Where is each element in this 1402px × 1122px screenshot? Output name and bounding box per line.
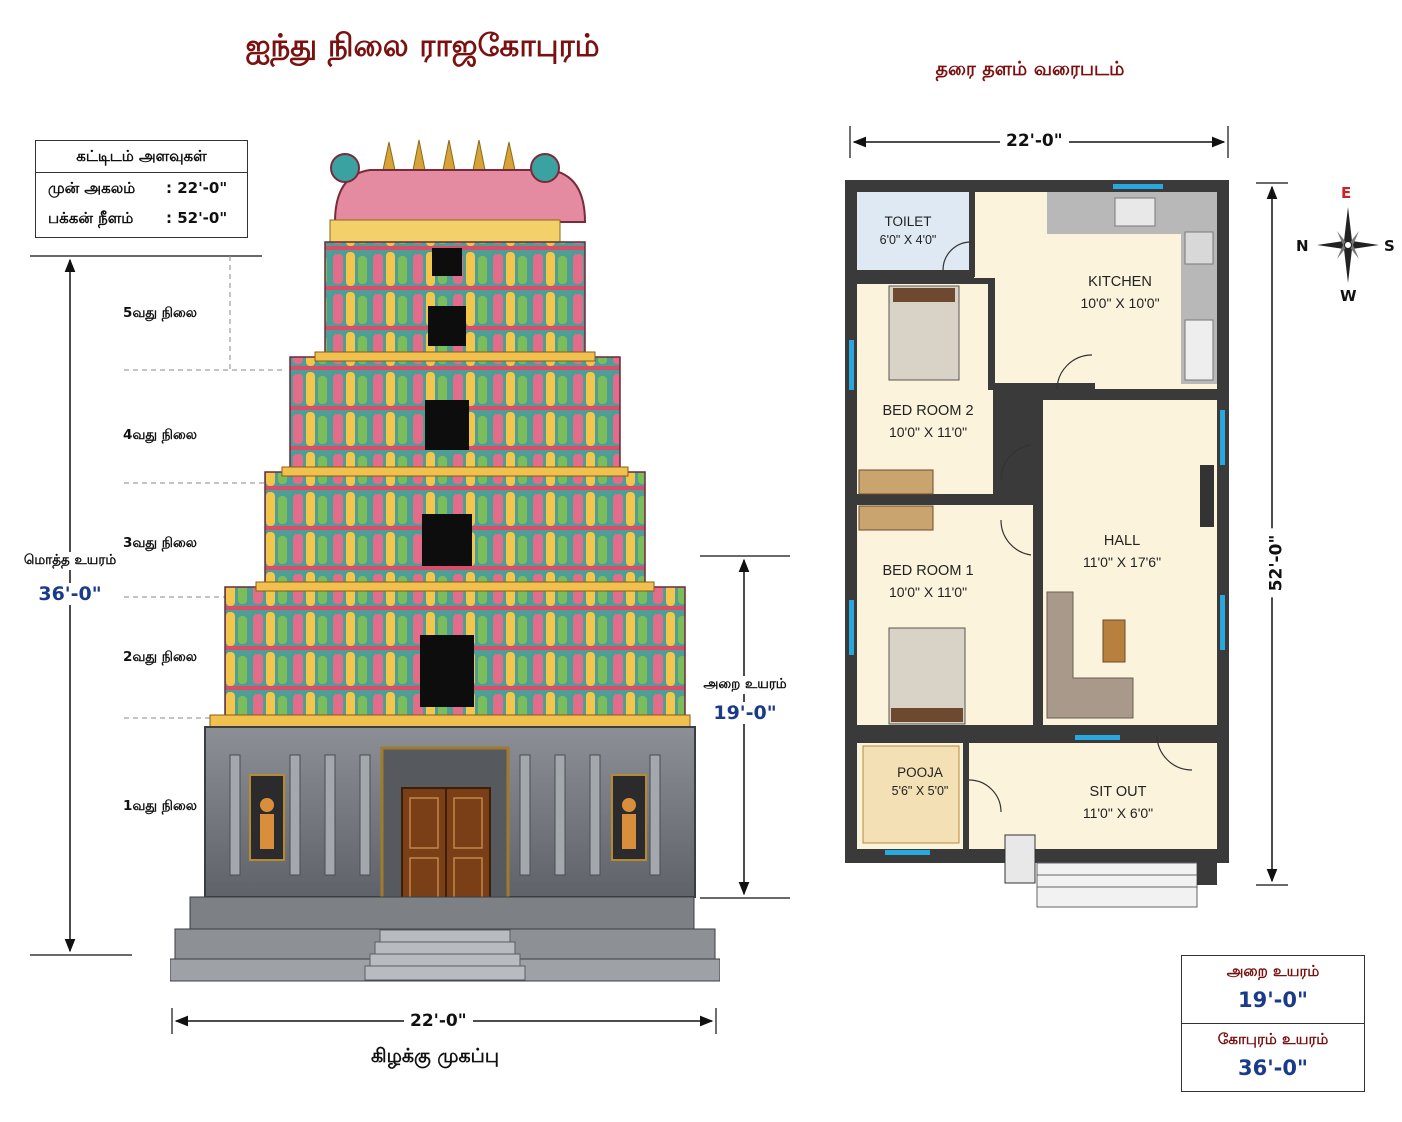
legend-tower-height: கோபுரம் உயரம் 36'-0" bbox=[1182, 1023, 1364, 1091]
front-width-label: முன் அகலம் bbox=[48, 179, 136, 197]
facade-caption: கிழக்கு முகப்பு bbox=[371, 1045, 499, 1067]
compass-s-label: S bbox=[1384, 237, 1395, 255]
room-kitchen: KITCHEN 10'0" X 10'0" bbox=[1055, 272, 1185, 314]
hall-height-value: 19'-0" bbox=[700, 702, 790, 724]
hall-height-label: அறை உயரம் bbox=[695, 676, 795, 694]
facade-width-label: 22'-0" bbox=[404, 1011, 473, 1031]
compass-rose-icon bbox=[1317, 207, 1379, 283]
plan-length-label: 52'-0" bbox=[1266, 528, 1287, 598]
room-pooja: POOJA 5'6" X 5'0" bbox=[864, 763, 976, 801]
room-bedroom-1-name: BED ROOM 1 bbox=[882, 563, 974, 579]
page-title: ஐந்து நிலை ராஜகோபுரம் bbox=[245, 28, 600, 64]
front-width-value: : 22'-0" bbox=[166, 179, 228, 197]
room-hall: HALL 11'0" X 17'6" bbox=[1057, 531, 1187, 573]
room-hall-size: 11'0" X 17'6" bbox=[1082, 554, 1162, 570]
front-width-row: முன் அகலம் : 22'-0" bbox=[36, 173, 247, 203]
legend-room-height: அறை உயரம் 19'-0" bbox=[1182, 956, 1364, 1023]
room-bedroom-2: BED ROOM 2 10'0" X 11'0" bbox=[863, 401, 993, 443]
room-bedroom-2-name: BED ROOM 2 bbox=[882, 403, 974, 419]
room-bedroom-1: BED ROOM 1 10'0" X 11'0" bbox=[863, 561, 993, 603]
side-length-row: பக்கன் நீளம் : 52'-0" bbox=[36, 203, 247, 233]
legend-room-height-label: அறை உயரம் bbox=[1226, 962, 1320, 980]
room-pooja-size: 5'6" X 5'0" bbox=[891, 784, 949, 798]
room-toilet-size: 6'0" X 4'0" bbox=[879, 233, 937, 247]
compass-w-label: W bbox=[1340, 287, 1357, 305]
level-5-label: 5வது நிலை bbox=[123, 305, 197, 321]
legend-tower-height-value: 36'-0" bbox=[1238, 1056, 1308, 1080]
compass-e-label: E bbox=[1341, 184, 1352, 202]
compass-n-label: N bbox=[1296, 237, 1309, 255]
total-height-label: மொத்த உயரம் bbox=[10, 552, 130, 570]
room-sit-out: SIT OUT 11'0" X 6'0" bbox=[1053, 782, 1183, 824]
room-sit-out-size: 11'0" X 6'0" bbox=[1082, 805, 1154, 821]
plan-width-label: 22'-0" bbox=[1000, 131, 1069, 151]
level-2-label: 2வது நிலை bbox=[123, 649, 197, 665]
building-dimensions-box: கட்டிடம் அளவுகள் முன் அகலம் : 22'-0" பக்… bbox=[35, 140, 248, 238]
side-length-value: : 52'-0" bbox=[166, 209, 228, 227]
room-sit-out-name: SIT OUT bbox=[1089, 784, 1147, 800]
gopuram-illustration bbox=[170, 139, 720, 982]
level-3-label: 3வது நிலை bbox=[123, 535, 197, 551]
room-kitchen-name: KITCHEN bbox=[1088, 274, 1152, 290]
room-kitchen-size: 10'0" X 10'0" bbox=[1080, 295, 1160, 311]
level-4-label: 4வது நிலை bbox=[123, 427, 197, 443]
legend-room-height-value: 19'-0" bbox=[1238, 988, 1308, 1012]
building-dimensions-heading: கட்டிடம் அளவுகள் bbox=[36, 141, 247, 173]
room-bedroom-1-size: 10'0" X 11'0" bbox=[888, 584, 968, 600]
side-length-label: பக்கன் நீளம் bbox=[48, 209, 134, 227]
height-legend: அறை உயரம் 19'-0" கோபுரம் உயரம் 36'-0" bbox=[1181, 955, 1365, 1092]
level-1-label: 1வது நிலை bbox=[123, 798, 197, 814]
room-toilet-name: TOILET bbox=[884, 214, 932, 229]
total-height-value: 36'-0" bbox=[20, 583, 120, 605]
room-pooja-name: POOJA bbox=[897, 765, 943, 780]
room-hall-name: HALL bbox=[1103, 533, 1141, 549]
legend-tower-height-label: கோபுரம் உயரம் bbox=[1217, 1030, 1329, 1048]
plan-title: தரை தளம் வரைபடம் bbox=[935, 58, 1125, 80]
floor-plan bbox=[845, 180, 1229, 908]
room-toilet: TOILET 6'0" X 4'0" bbox=[856, 212, 960, 250]
room-bedroom-2-size: 10'0" X 11'0" bbox=[888, 424, 968, 440]
